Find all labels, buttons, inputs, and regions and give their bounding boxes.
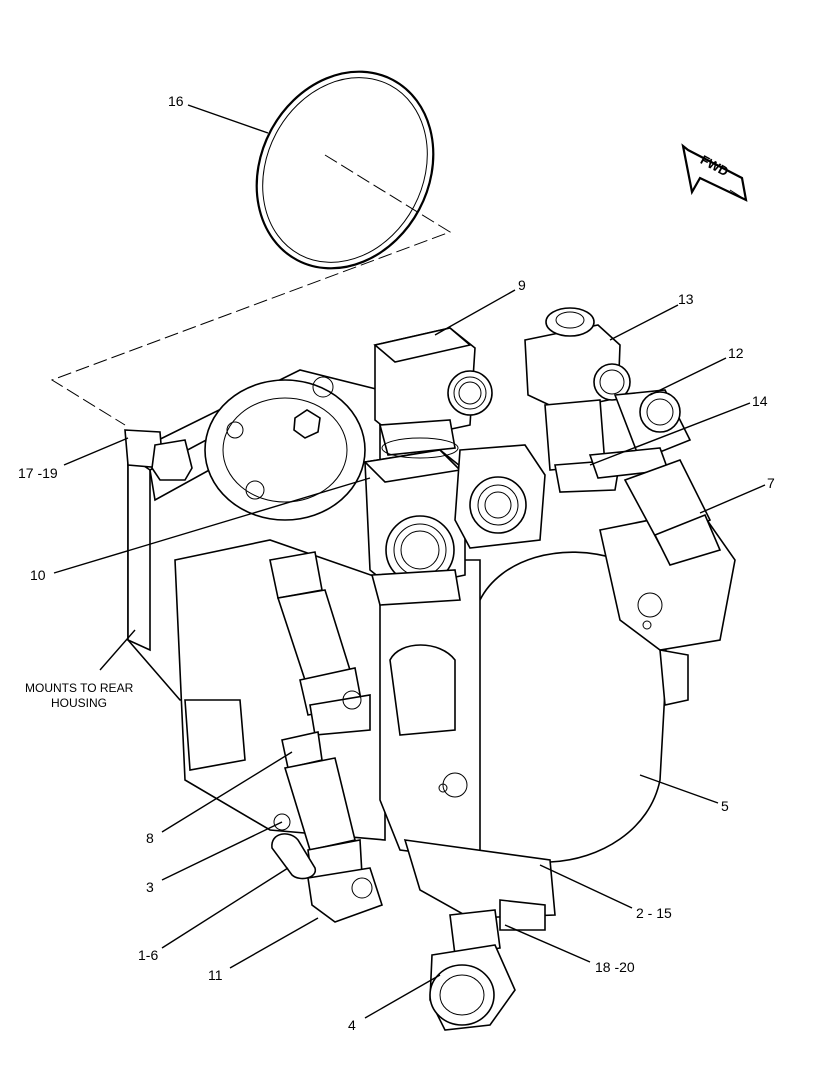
leader-lines — [53, 104, 766, 1019]
callout-17-19: 17 -19 — [18, 465, 58, 481]
callout-10: 10 — [30, 567, 46, 583]
callout-7: 7 — [767, 475, 775, 491]
clip-1-6 — [271, 813, 316, 880]
mount-note-line2: HOUSING — [51, 696, 107, 710]
callout-18-20: 18 -20 — [595, 959, 635, 975]
fwd-arrow-icon: FWD — [681, 143, 748, 202]
callout-12: 12 — [728, 345, 744, 361]
callout-2-15: 2 - 15 — [636, 905, 672, 921]
callout-11: 11 — [208, 967, 223, 983]
fitting-11 — [307, 867, 383, 923]
assembly-path — [50, 154, 452, 426]
callout-8: 8 — [146, 830, 154, 846]
callout-5: 5 — [721, 798, 729, 814]
fitting-4 — [429, 909, 516, 1031]
center-fitting — [454, 444, 546, 549]
callout-9: 9 — [518, 277, 526, 293]
callout-3: 3 — [146, 879, 154, 895]
callout-13: 13 — [678, 291, 694, 307]
callout-16: 16 — [168, 93, 184, 109]
solenoid-valve-9 — [373, 327, 493, 459]
callout-14: 14 — [752, 393, 768, 409]
o-ring-16 — [255, 70, 435, 270]
bolt-17-19 — [124, 429, 193, 481]
fitting-12 — [588, 389, 692, 479]
fwd-label: FWD — [698, 152, 731, 179]
solenoid-valve-10 — [363, 449, 466, 606]
fitting-13 — [524, 307, 631, 493]
fitting-7 — [623, 459, 722, 566]
mount-note-line1: MOUNTS TO REAR — [25, 681, 134, 695]
callout-4: 4 — [348, 1017, 356, 1033]
callout-1-6: 1-6 — [138, 947, 158, 963]
